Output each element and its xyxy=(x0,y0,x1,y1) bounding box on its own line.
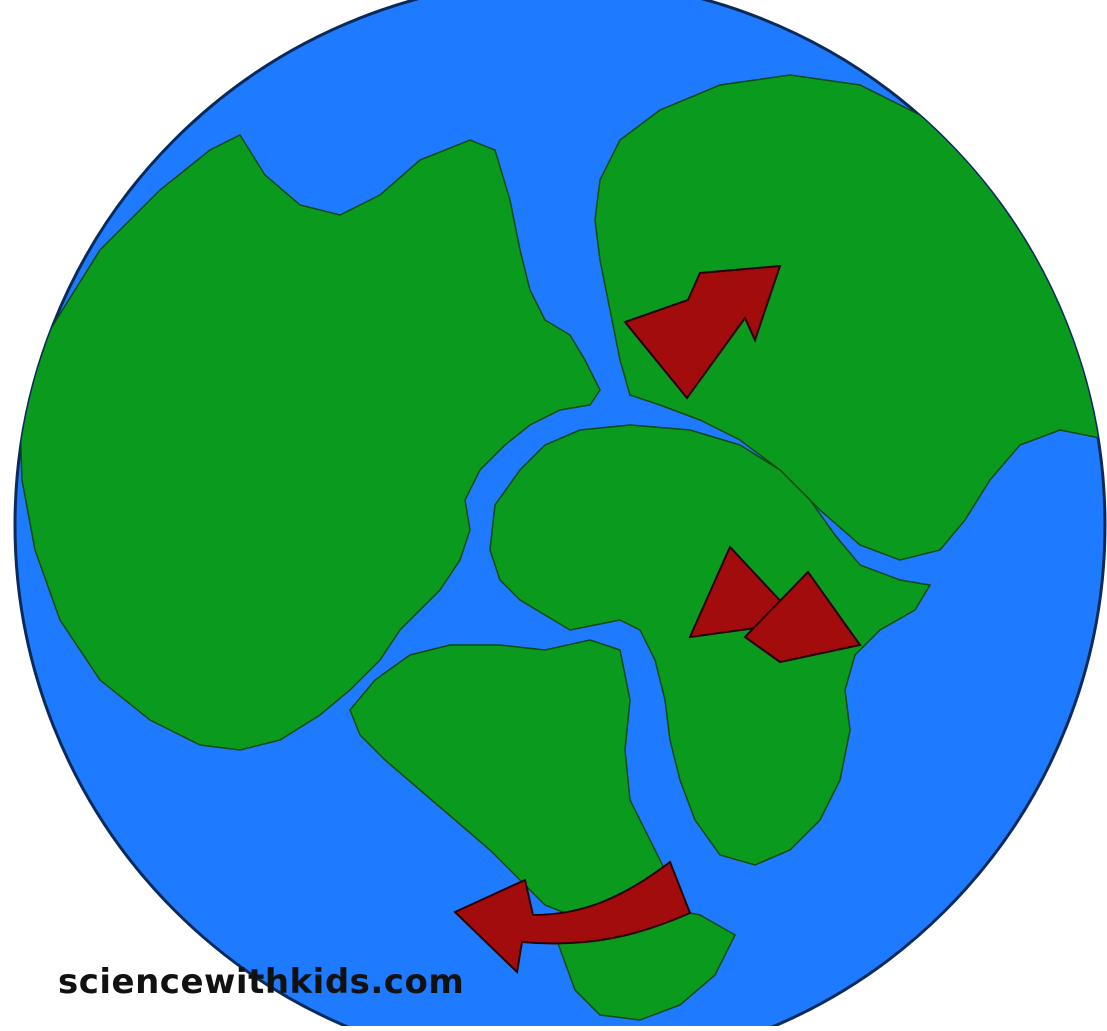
watermark-text: sciencewithkids.com xyxy=(58,962,464,1002)
